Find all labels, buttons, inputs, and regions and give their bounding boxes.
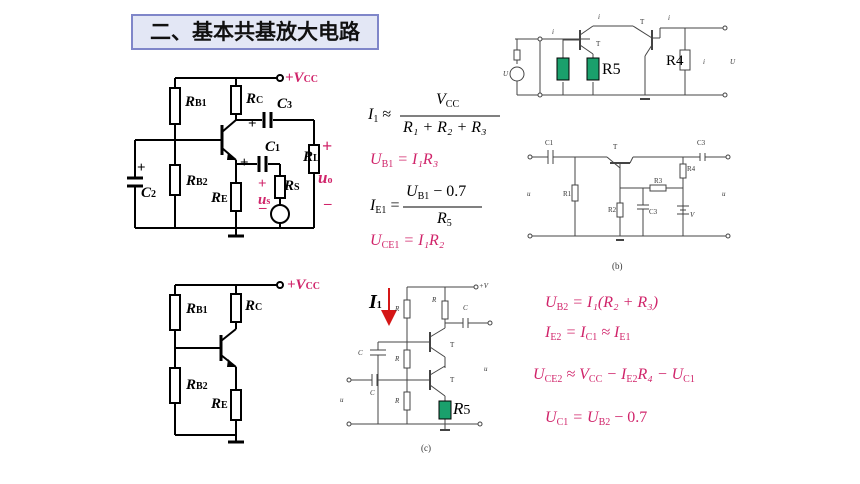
b-rb2-label: RB2 [186, 377, 208, 393]
r-green-tr-1 [556, 57, 570, 81]
c-ui-label: u [340, 396, 344, 404]
tr-uo-label: U [730, 58, 736, 66]
eq-i1-lhs: I1 ≈ [368, 106, 392, 125]
circuit-b [169, 281, 284, 444]
tr-t2-label: T [640, 18, 645, 26]
b-fig-c3: C3 [697, 139, 706, 147]
eq-i1-numerator: VCC [436, 91, 460, 110]
rb1-b-resistor [169, 294, 181, 331]
eq-i1-denominator: R₁ + R₂ + R₃ [403, 119, 487, 136]
tr-i-label: i [703, 58, 705, 66]
a-c2-label: C2 [141, 185, 157, 201]
eq-uc1: UC1 = UB2 − 0.7 [545, 409, 648, 428]
b-fig-vcc: V [690, 211, 695, 219]
eq-ie1-denominator: R5 [437, 210, 452, 229]
b-fig-r1: R1 [563, 190, 572, 198]
re-b-resistor [230, 389, 242, 421]
eq-uce1: UCE1 = I₁R₂ [370, 232, 445, 251]
a-rc-label: RC [246, 91, 264, 107]
b-vcc-label: +VCC [287, 277, 321, 293]
c-t2-label: T [450, 341, 455, 349]
c-c3-label: C [463, 304, 468, 312]
fig-c-caption: (c) [421, 443, 431, 453]
c-r4-label: R [432, 296, 437, 304]
a-uo-label: uo [318, 168, 333, 187]
a-us-plus: + [258, 176, 267, 192]
tr-ui-label: U [503, 70, 509, 78]
r5-green-tr [586, 57, 600, 81]
r5-green-c [438, 400, 452, 420]
rb2-b-resistor [169, 367, 181, 404]
a-c3-label: C3 [277, 96, 293, 112]
rc-b-resistor [230, 293, 242, 323]
c-i1-label: I1 [369, 291, 382, 313]
a-rb2-label: RB2 [186, 173, 208, 189]
c-r2-label: R [395, 355, 400, 363]
tr-t1-label: T [596, 40, 601, 48]
eq-ie1-numerator: UB1 − 0.7 [406, 183, 467, 202]
rb1-resistor [169, 87, 181, 125]
a-rs-label: RS [284, 178, 300, 194]
c-uo-label: u [484, 365, 488, 373]
a-c1-label: C1 [265, 139, 281, 155]
eq-ie1-lhs: IE1 = [370, 197, 400, 216]
c-c1-label: C [358, 349, 363, 357]
c-r5-label: R5 [453, 399, 471, 418]
eq-ie2: IE2 = IC1 ≈ IE1 [545, 324, 631, 343]
b-fig-c1: C1 [545, 139, 554, 147]
tr-ib1-label: i [552, 28, 554, 36]
rb2-resistor [169, 164, 181, 196]
a-uo-plus: + [322, 136, 333, 156]
tr-r4-label: R4 [666, 53, 684, 69]
b-re-label: RE [211, 396, 228, 412]
a-rb1-label: RB1 [185, 94, 207, 110]
slide-title-box: 二、基本共基放大电路 [131, 14, 379, 50]
slide-title: 二、基本共基放大电路 [150, 20, 360, 44]
source-us [270, 204, 290, 224]
b-rb1-label: RB1 [186, 301, 208, 317]
rc-resistor [230, 85, 242, 115]
b-rc-label: RC [245, 298, 263, 314]
a-c2-plus: + [137, 160, 146, 176]
fig-b [527, 150, 731, 241]
b-fig-r4: R4 [687, 165, 696, 173]
b-fig-uo: u [722, 190, 726, 198]
a-c1-plus: + [240, 155, 249, 171]
a-c3-plus: + [248, 116, 257, 132]
eq-ub1: UB1 = I₁R₃ [370, 151, 439, 170]
b-fig-r3: R3 [654, 177, 663, 185]
a-us-minus: – [259, 200, 267, 216]
a-rl-label: RL [303, 149, 320, 165]
c-r3-label: R [395, 397, 400, 405]
c-vcc-label: +V [479, 282, 488, 290]
b-fig-r2: R2 [608, 206, 617, 214]
b-fig-t: T [613, 143, 618, 151]
a-re-label: RE [211, 190, 228, 206]
a-us-label: us [258, 192, 271, 208]
c-c2-label: C [370, 389, 375, 397]
re-resistor [230, 182, 242, 212]
b-fig-ui: u [527, 190, 531, 198]
c-r1-label: R [395, 305, 400, 313]
c-t1-label: T [450, 376, 455, 384]
fig-b-caption: (b) [612, 261, 623, 271]
eq-ub2: UB2 = I₁(R₂ + R₃) [545, 294, 659, 313]
tr-ic1-label: i [598, 13, 600, 21]
a-vcc-label: +VCC [285, 70, 319, 86]
a-uo-minus: – [324, 196, 332, 212]
tr-ic2-label: i [668, 14, 670, 22]
tr-r5-label: R5 [602, 61, 621, 78]
eq-uce2: UCE2 ≈ VCC − IE2R₄ − UC1 [533, 366, 695, 385]
fig-c [346, 284, 493, 431]
b-fig-c-mid: C3 [649, 208, 658, 216]
fig-top-right [509, 25, 728, 100]
circuit-a [127, 74, 320, 238]
